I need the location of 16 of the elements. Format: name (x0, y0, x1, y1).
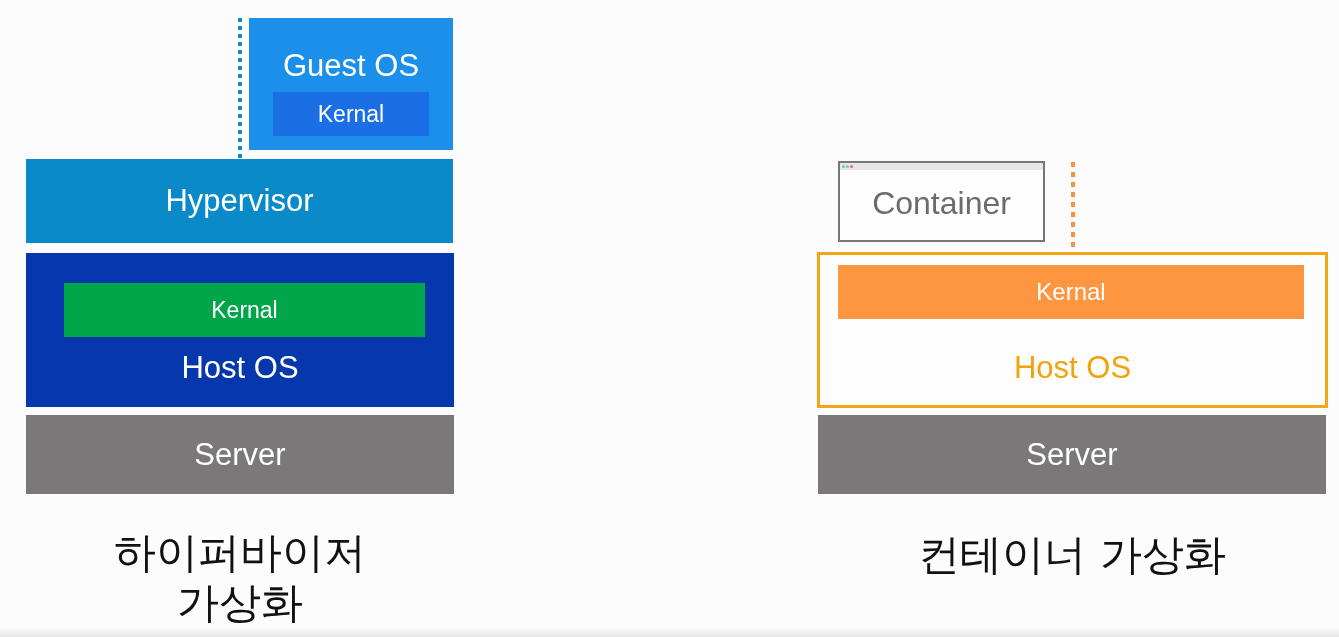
layer-box (26, 253, 454, 407)
outlined-box (817, 252, 1328, 408)
box-title: Guest OS (282, 48, 420, 84)
layer-box (249, 18, 453, 150)
inner-box: Kernal (64, 283, 425, 337)
inner-box: Kernal (838, 265, 1304, 319)
box-title: Container (872, 184, 1011, 222)
caption: 컨테이너 가상화 (918, 530, 1226, 580)
box-title: Host OS (181, 350, 299, 386)
layer-box: Hypervisor (26, 159, 453, 243)
layer-box: Server (818, 415, 1326, 494)
box-title: Host OS (1013, 350, 1132, 386)
window-box (838, 161, 1045, 242)
inner-box: Kernal (273, 92, 429, 136)
layer-box: Server (26, 415, 454, 494)
caption: 하이퍼바이저 가상화 (114, 528, 366, 628)
